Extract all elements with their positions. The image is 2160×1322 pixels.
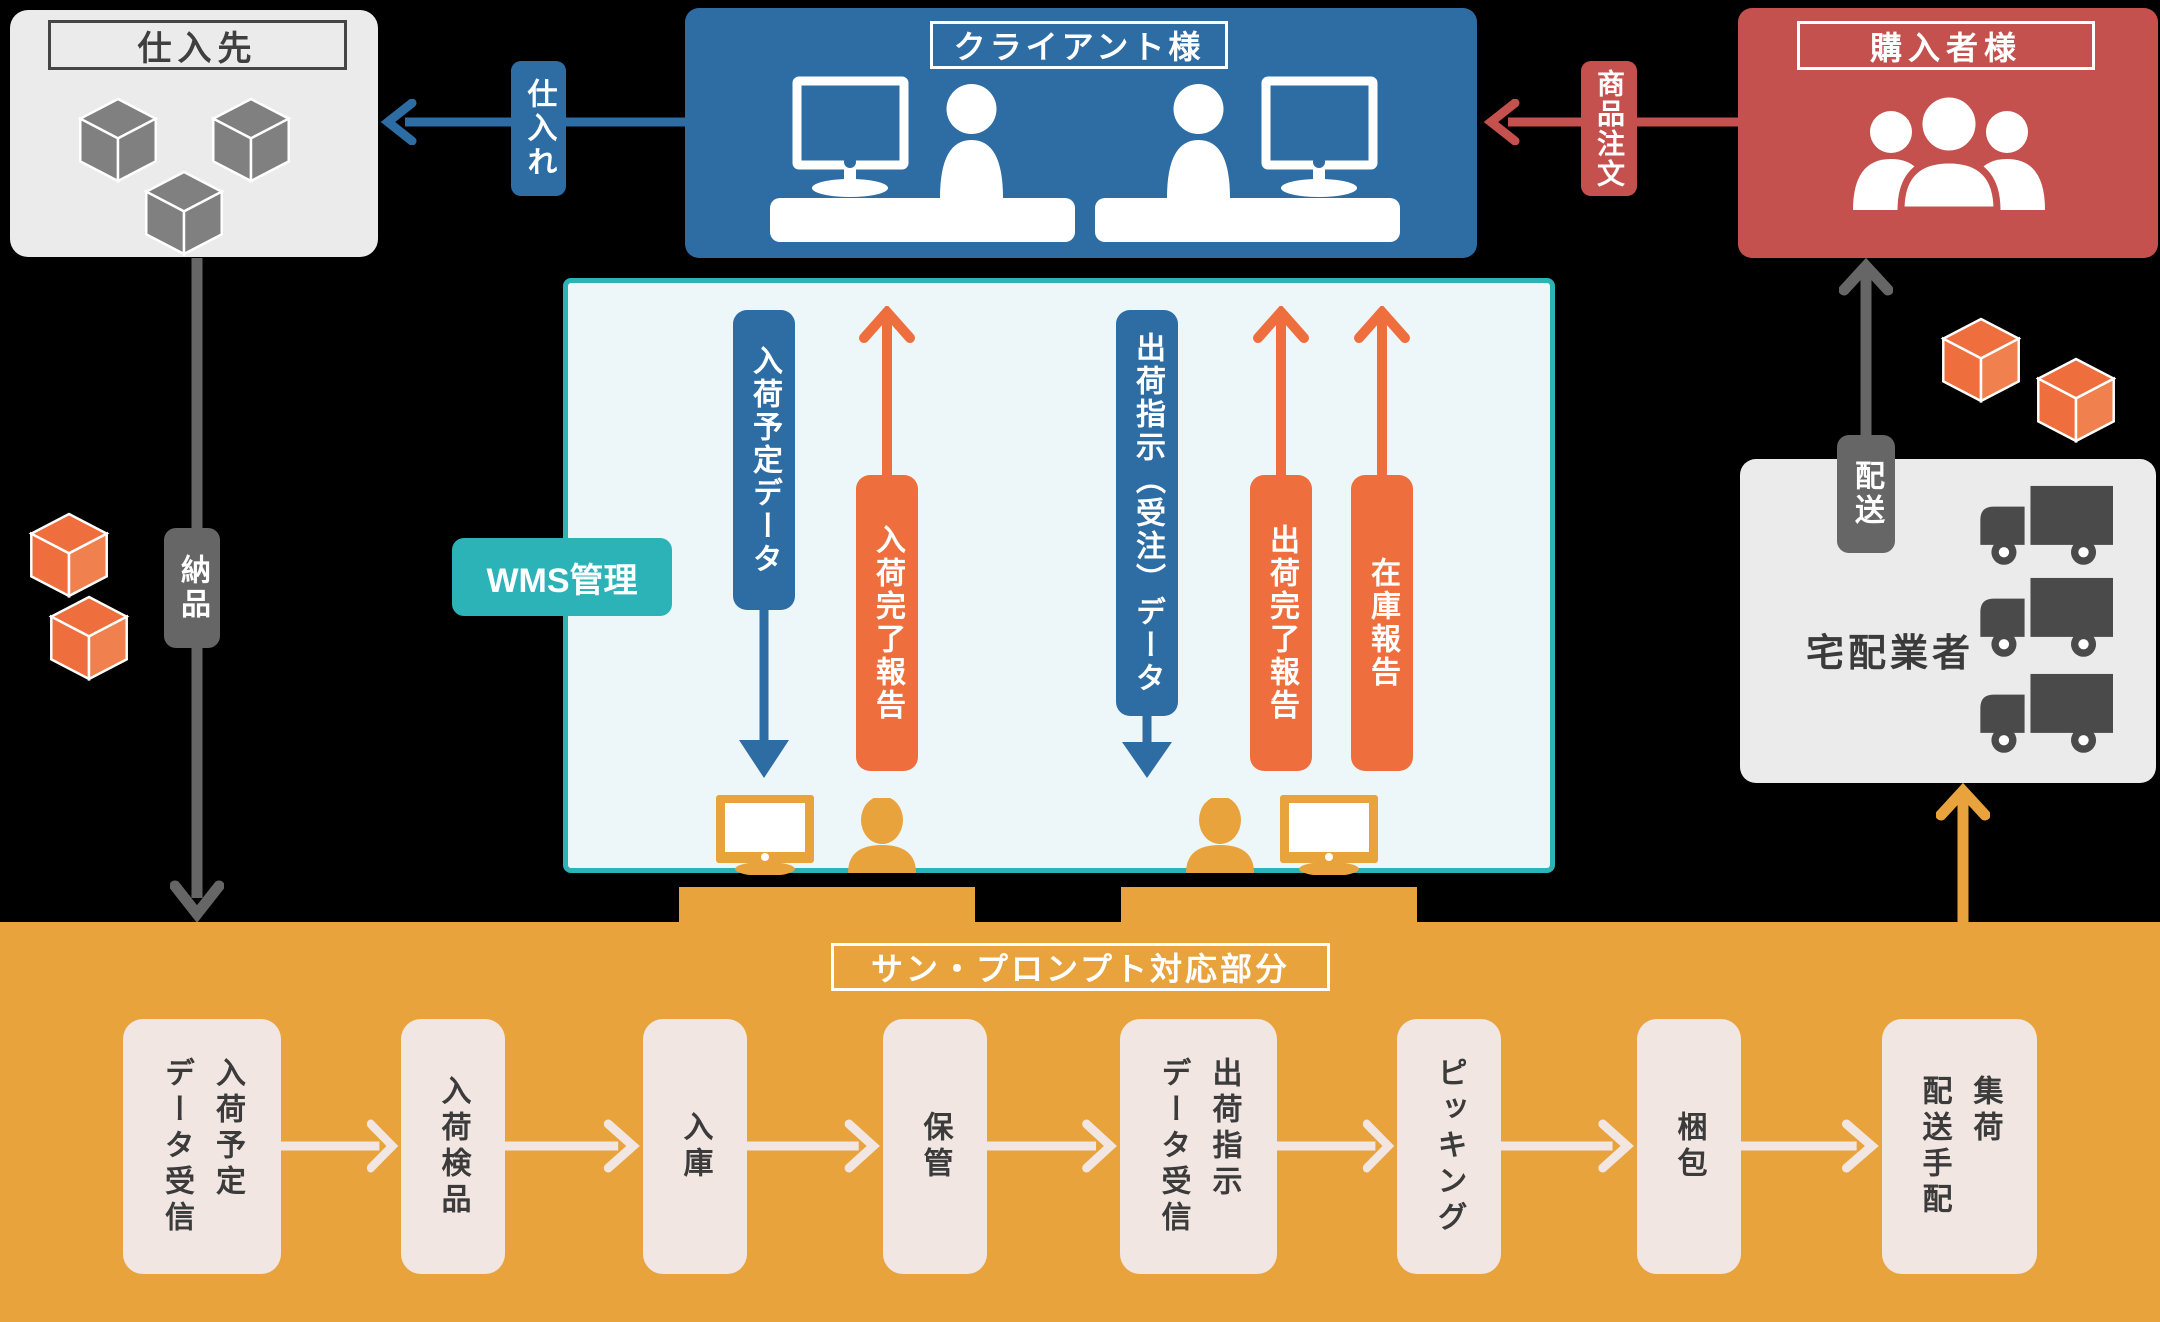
step-label: 集荷 配送手配 [1917, 1074, 2002, 1219]
arrow-up-icon [859, 306, 915, 475]
sunprompt-title-label: サン・プロンプト対応部分 [870, 951, 1291, 987]
step-label: 梱包 [1672, 1110, 1706, 1183]
person-icon [1167, 84, 1230, 198]
gray-cube-icon [210, 97, 292, 183]
monitor-icon [1261, 76, 1378, 197]
step-arrow-icon [280, 1119, 399, 1173]
step-inbound-inspection: 入荷検品 [401, 1019, 505, 1274]
step-label: 入荷検品 [436, 1074, 470, 1219]
haiso-label: 配送 [1850, 460, 1883, 528]
step-arrow-icon [986, 1119, 1117, 1173]
nohin-label: 納品 [176, 554, 209, 622]
delivery-box: 宅配業者 [1740, 459, 2156, 783]
step-arrow-icon [1276, 1119, 1395, 1173]
flow-pill: 出荷指示（受注）データ [1116, 310, 1178, 716]
step-inbound-schedule-receive: 入荷予定 データ受信 [123, 1019, 281, 1274]
haiso-badge: 配送 [1837, 435, 1895, 553]
step-arrow-icon [747, 1119, 880, 1173]
supplier-title: 仕入先 [48, 20, 347, 70]
delivery-title: 宅配業者 [1770, 622, 2010, 677]
orange-cube-icon [1940, 317, 2022, 403]
delivery-title-label: 宅配業者 [1805, 633, 1974, 675]
flow-pill: 出荷完了報告 [1250, 475, 1312, 771]
haiso-arrow-up-icon [1839, 258, 1893, 463]
worker-person-icon [848, 798, 916, 873]
wms-flow-inventory-report: 在庫報告 [1347, 306, 1417, 771]
step-label: 入庫 [678, 1110, 712, 1183]
sunprompt-title: サン・プロンプト対応部分 [831, 943, 1330, 991]
gray-cube-icon [77, 97, 159, 183]
flow-label: 出荷完了報告 [1265, 524, 1298, 722]
people-group-icon [1853, 96, 2045, 210]
step-label: ピッキング [1432, 1056, 1466, 1237]
flow-label: 入荷完了報告 [871, 524, 904, 722]
wms-badge-label: WMS管理 [486, 561, 638, 600]
orange-cube-icon [28, 512, 110, 598]
supplier-title-label: 仕入先 [137, 29, 258, 68]
client-title: クライアント様 [930, 21, 1228, 69]
orange-cube-icon [48, 595, 130, 681]
supplier-box: 仕入先 [10, 10, 378, 257]
wms-flow-inbound-complete-report: 入荷完了報告 [852, 306, 922, 771]
step-pickup-arrange: 集荷 配送手配 [1882, 1019, 2037, 1274]
chumon-badge: 商品注文 [1581, 61, 1637, 196]
truck-icon [1980, 577, 2113, 657]
purchaser-title: 購入者様 [1797, 21, 2095, 70]
chumon-label: 商品注文 [1594, 68, 1625, 189]
gray-cube-icon [143, 170, 225, 256]
wms-flow-shipping-instruction-data: 出荷指示（受注）データ [1112, 310, 1182, 778]
worker-desk [679, 887, 975, 927]
nohin-badge: 納品 [164, 528, 220, 648]
truck-icon [1980, 485, 2113, 565]
truck-icon [1980, 673, 2113, 753]
orange-cube-icon [2035, 357, 2117, 443]
sunprompt-section: サン・プロンプト対応部分 入荷予定 データ受信 入荷検品 入庫 保管 出荷指示 … [0, 922, 2160, 1322]
step-label: 出荷指示 データ受信 [1156, 1056, 1241, 1237]
worker-monitor-icon [1280, 795, 1378, 875]
arrow-down-icon [1122, 716, 1172, 778]
pickup-arrow-up-icon [1936, 783, 1990, 923]
step-arrow-icon [504, 1119, 640, 1173]
step-picking: ピッキング [1397, 1019, 1501, 1274]
client-desk [770, 198, 1075, 242]
worker-person-icon [1186, 798, 1254, 873]
flow-pill: 入荷完了報告 [856, 475, 918, 771]
step-shipping-instruction-receive: 出荷指示 データ受信 [1120, 1019, 1277, 1274]
wms-badge: WMS管理 [452, 538, 672, 616]
worker-monitor-icon [716, 795, 814, 875]
client-desk [1095, 198, 1400, 242]
client-title-label: クライアント様 [953, 29, 1205, 65]
shiire-badge: 仕入れ [511, 61, 566, 196]
step-storage: 保管 [883, 1019, 987, 1274]
flow-pill: 在庫報告 [1351, 475, 1413, 771]
person-icon [940, 84, 1003, 198]
monitor-icon [792, 76, 909, 197]
step-arrow-icon [1740, 1119, 1879, 1173]
wms-flow-shipping-complete-report: 出荷完了報告 [1246, 306, 1316, 771]
client-box: クライアント様 [685, 8, 1477, 258]
step-packing: 梱包 [1637, 1019, 1741, 1274]
flow-pill: 入荷予定データ [733, 310, 795, 610]
arrow-down-icon [739, 610, 789, 778]
purchaser-title-label: 購入者様 [1869, 29, 2022, 66]
step-warehousing: 入庫 [643, 1019, 747, 1274]
flow-label: 入荷予定データ [748, 344, 781, 576]
purchaser-box: 購入者様 [1738, 8, 2158, 258]
shiire-label: 仕入れ [522, 77, 556, 180]
step-arrow-icon [1500, 1119, 1634, 1173]
flow-label: 出荷指示（受注）データ [1131, 331, 1164, 695]
step-label: 保管 [918, 1110, 952, 1183]
step-label: 入荷予定 データ受信 [160, 1056, 244, 1237]
arrow-up-icon [1354, 306, 1410, 475]
flow-label: 在庫報告 [1366, 557, 1399, 689]
wms-flow-inbound-schedule-data: 入荷予定データ [729, 310, 799, 778]
arrow-up-icon [1253, 306, 1309, 475]
worker-desk [1121, 887, 1417, 927]
